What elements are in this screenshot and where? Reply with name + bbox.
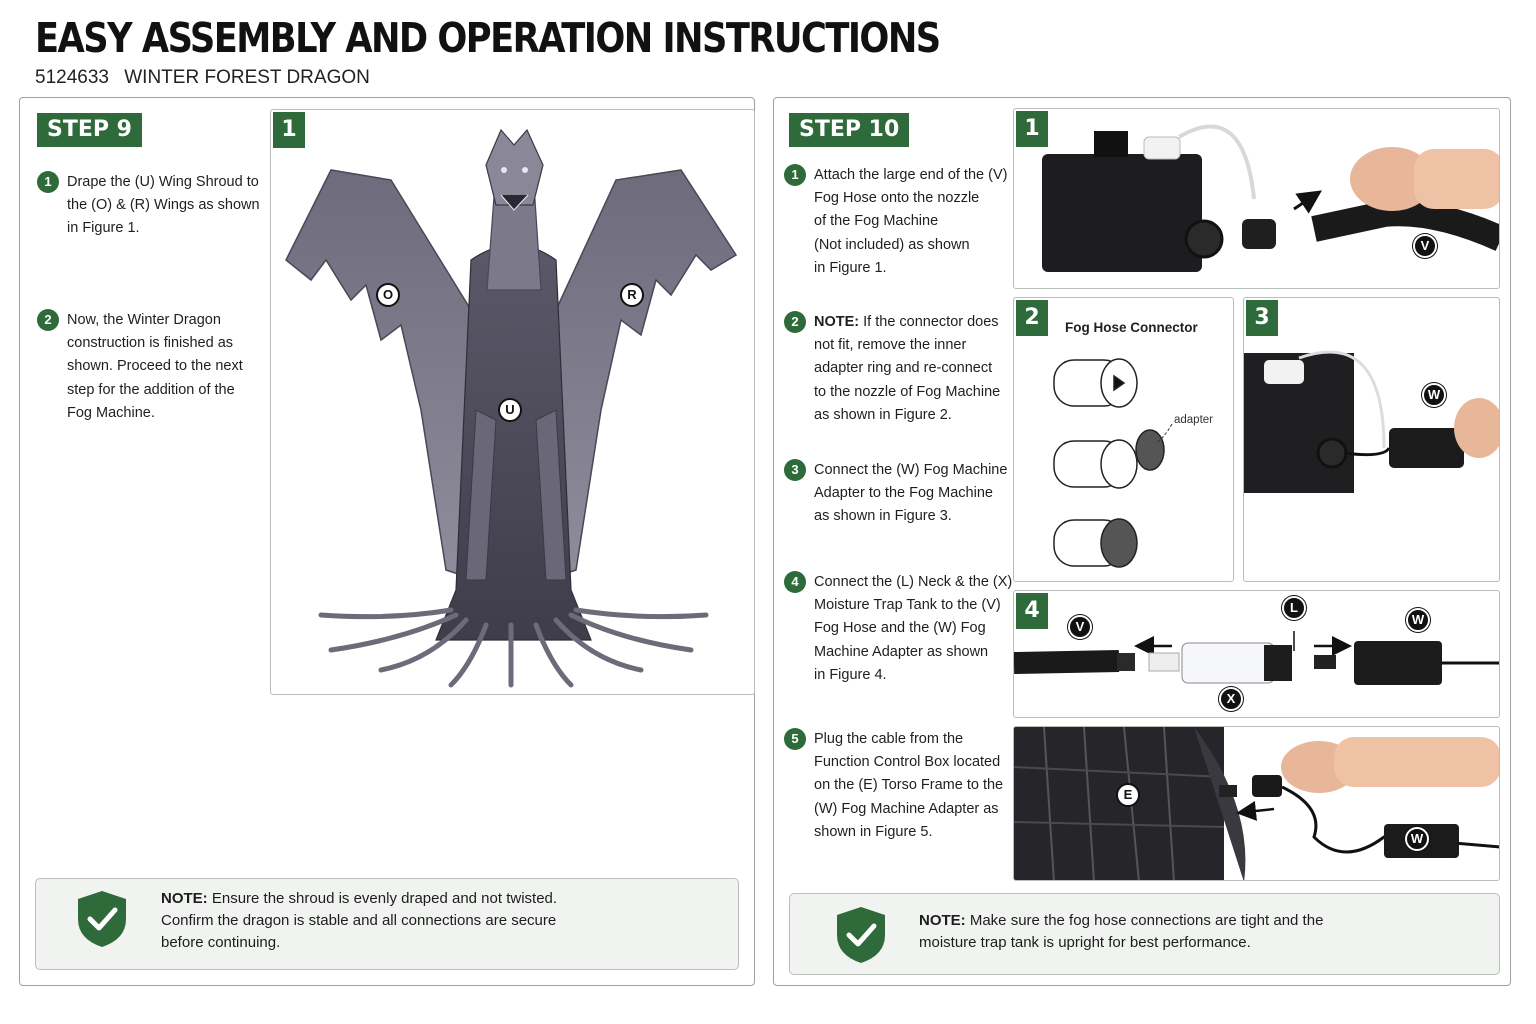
callout-w: W bbox=[1422, 383, 1446, 407]
callout-l: L bbox=[1282, 596, 1306, 620]
figure-number: 1 bbox=[273, 112, 305, 148]
step9-note: NOTE: Ensure the shroud is evenly draped… bbox=[35, 878, 739, 970]
step10-instruction-2: 2 NOTE: If the connector does not fit, r… bbox=[784, 311, 1014, 427]
callout-w: W bbox=[1405, 827, 1429, 851]
note-text: NOTE: Ensure the shroud is evenly draped… bbox=[161, 888, 721, 954]
step9-instruction-1: 1 Drape the (U) Wing Shroud to the (O) &… bbox=[37, 171, 272, 241]
moisture-trap-chain-illustration bbox=[1014, 631, 1499, 685]
step10-figure-2: 2 Fog Hose Connector adapter bbox=[1013, 297, 1234, 582]
step-number-badge: 1 bbox=[784, 164, 806, 186]
step10-figure-3: 3 W bbox=[1243, 297, 1500, 582]
step-number-badge: 2 bbox=[37, 309, 59, 331]
step10-badge: STEP 10 bbox=[789, 113, 910, 147]
dragon-illustration bbox=[285, 128, 738, 688]
callout-x: X bbox=[1219, 687, 1243, 711]
step9-badge: STEP 9 bbox=[37, 113, 142, 147]
note-text: NOTE: Make sure the fog hose connections… bbox=[919, 910, 1479, 954]
callout-w: W bbox=[1406, 608, 1430, 632]
shield-check-icon bbox=[837, 907, 885, 963]
fog-machine-hose-illustration bbox=[1042, 124, 1499, 272]
connector-diagrams bbox=[1053, 358, 1173, 568]
step9-instruction-2: 2 Now, the Winter Dragon construction is… bbox=[37, 309, 272, 425]
page-title: EASY ASSEMBLY AND OPERATION INSTRUCTIONS bbox=[35, 14, 941, 62]
step10-figure-1: 1 V bbox=[1013, 108, 1500, 289]
step10-note: NOTE: Make sure the fog hose connections… bbox=[789, 893, 1500, 975]
product-subtitle: 5124633 WINTER FOREST DRAGON bbox=[35, 67, 380, 89]
figure-2-title: Fog Hose Connector bbox=[1065, 320, 1198, 335]
instruction-text: Attach the large end of the (V) Fog Hose… bbox=[814, 167, 1008, 276]
step10-instruction-3: 3 Connect the (W) Fog Machine Adapter to… bbox=[784, 459, 1014, 529]
instruction-text: Now, the Winter Dragon construction is f… bbox=[67, 312, 243, 421]
callout-r: R bbox=[620, 283, 644, 307]
callout-u: U bbox=[498, 398, 522, 422]
instruction-text: Drape the (U) Wing Shroud to the (O) & (… bbox=[67, 174, 260, 237]
figure-number: 4 bbox=[1016, 593, 1048, 629]
note-label: NOTE: bbox=[161, 890, 208, 907]
step-number-badge: 5 bbox=[784, 728, 806, 750]
figure-number: 2 bbox=[1016, 300, 1048, 336]
step10-instruction-4: 4 Connect the (L) Neck & the (X) Moistur… bbox=[784, 571, 1014, 687]
adapter-label: adapter bbox=[1174, 414, 1214, 426]
step10-instruction-1: 1 Attach the large end of the (V) Fog Ho… bbox=[784, 164, 1014, 280]
callout-o: O bbox=[376, 283, 400, 307]
step-number-badge: 1 bbox=[37, 171, 59, 193]
step10-figure-4: 4 V L W X bbox=[1013, 590, 1500, 718]
step10-figure-5: 5 E W bbox=[1013, 726, 1500, 881]
instruction-body: If the connector does not fit, remove th… bbox=[814, 314, 1001, 423]
instruction-text: Connect the (W) Fog Machine Adapter to t… bbox=[814, 462, 1008, 525]
callout-v: V bbox=[1068, 615, 1092, 639]
instruction-text: Plug the cable from the Function Control… bbox=[814, 731, 1004, 840]
callout-v: V bbox=[1413, 234, 1437, 258]
step9-panel: STEP 9 1 Drape the (U) Wing Shroud to th… bbox=[19, 97, 755, 986]
step10-panel: STEP 10 1 Attach the large end of the (V… bbox=[773, 97, 1511, 986]
step-number-badge: 3 bbox=[784, 459, 806, 481]
figure-number: 1 bbox=[1016, 111, 1048, 147]
step-number-badge: 2 bbox=[784, 311, 806, 333]
step9-figure-1: 1 bbox=[270, 109, 755, 695]
instruction-text: Connect the (L) Neck & the (X) Moisture … bbox=[814, 574, 1013, 683]
model-number: 5124633 bbox=[35, 67, 109, 88]
torso-frame-plug-illustration bbox=[1014, 727, 1499, 880]
step10-instruction-5: 5 Plug the cable from the Function Contr… bbox=[784, 728, 1014, 844]
figure-number: 3 bbox=[1246, 300, 1278, 336]
instruction-bold: NOTE: bbox=[814, 314, 860, 330]
callout-e: E bbox=[1116, 783, 1140, 807]
note-label: NOTE: bbox=[919, 912, 966, 929]
instruction-text: NOTE: If the connector does not fit, rem… bbox=[784, 311, 1014, 427]
shield-check-icon bbox=[78, 891, 126, 947]
note-body: Ensure the shroud is evenly draped and n… bbox=[161, 890, 558, 951]
note-body: Make sure the fog hose connections are t… bbox=[919, 912, 1324, 951]
product-name: WINTER FOREST DRAGON bbox=[124, 67, 370, 88]
fog-machine-adapter-illustration bbox=[1244, 350, 1499, 493]
step-number-badge: 4 bbox=[784, 571, 806, 593]
